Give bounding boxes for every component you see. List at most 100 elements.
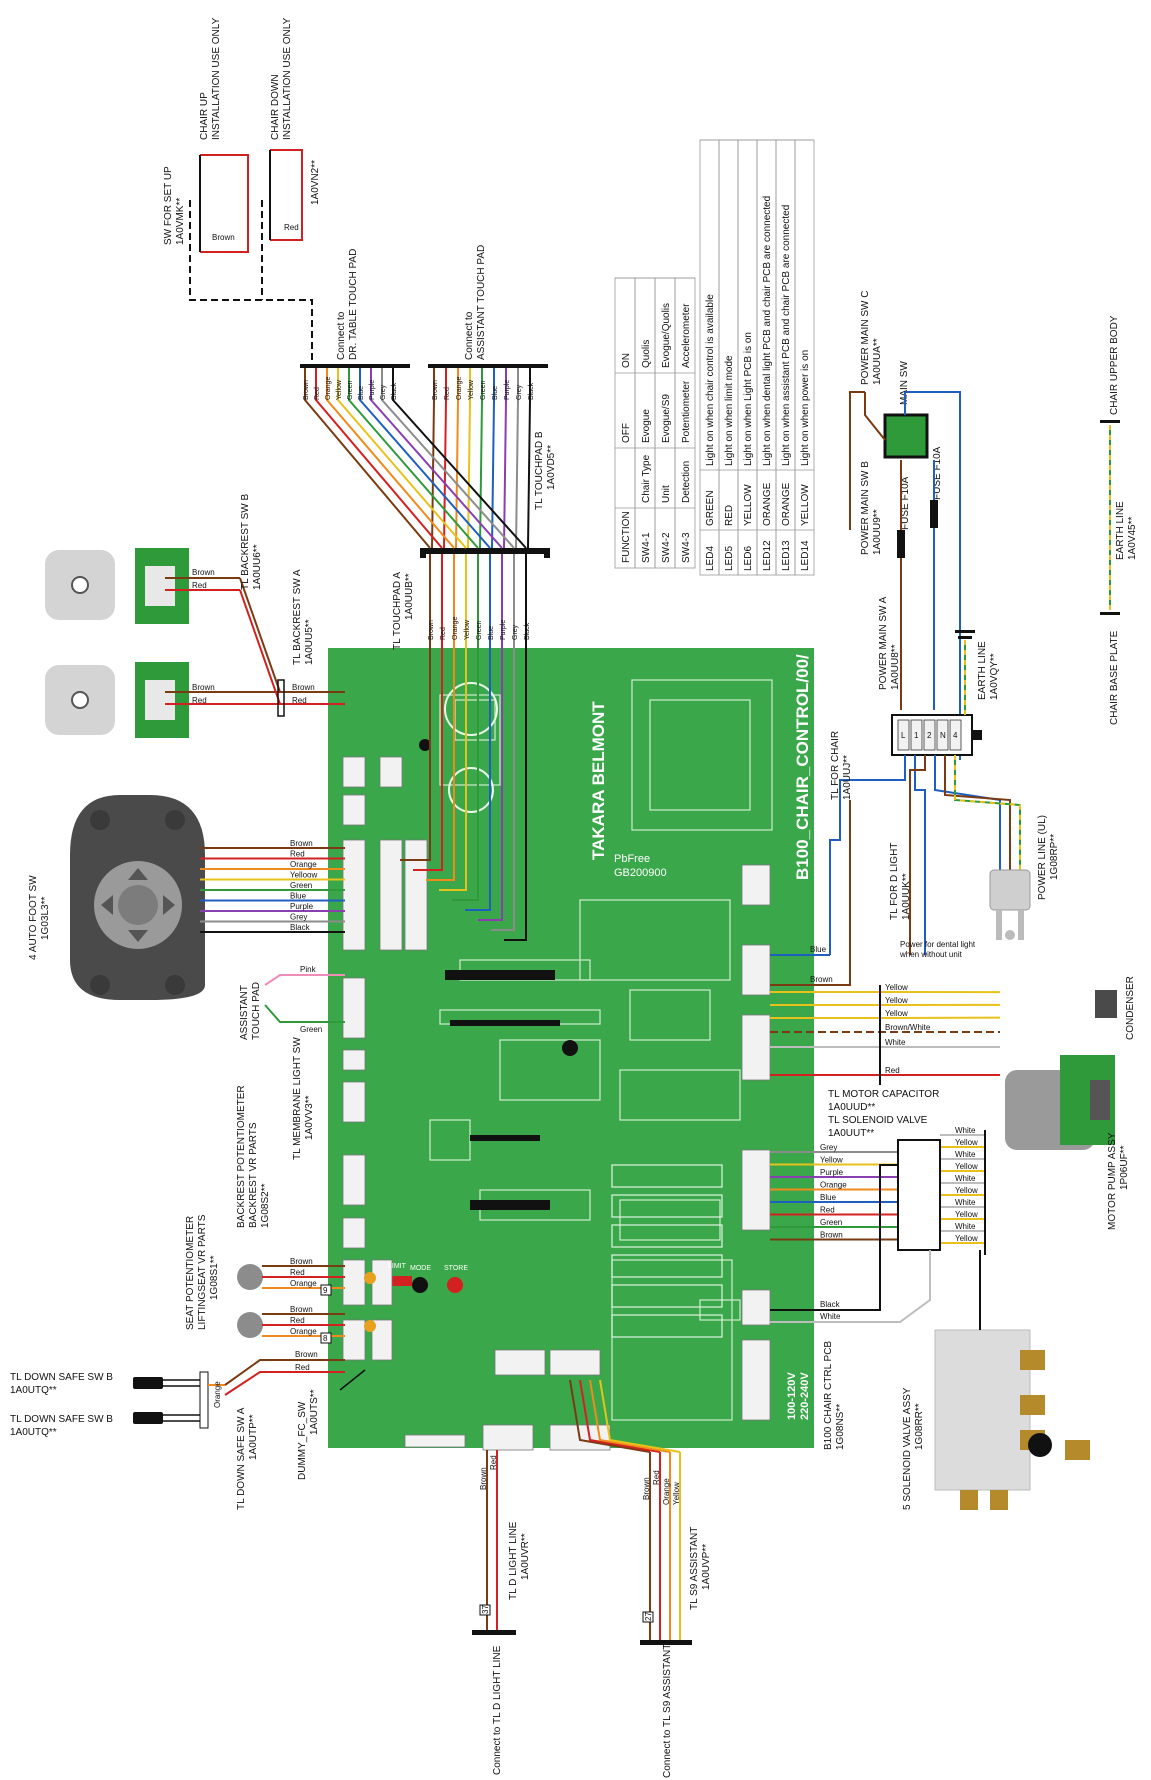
pcb-voltage-2: 220-240V <box>799 1372 811 1420</box>
touchpad-pcb-wire-label: Black <box>524 622 531 640</box>
foot-wire-label: Blue <box>290 892 307 901</box>
led-table-cell: RED <box>724 505 735 526</box>
touchpad-b-name: TL TOUCHPAD B <box>534 431 545 510</box>
led-table-cell: YELLOW <box>800 484 811 526</box>
earth-line-name: EARTH LINE <box>977 641 988 700</box>
earth-line2-code: 1A0V45** <box>1127 517 1138 560</box>
led-table-cell: LED4 <box>705 546 716 571</box>
touchpad-b-code: 1A0VD5** <box>546 445 557 490</box>
led-table-cell: Light on when limit mode <box>724 355 735 466</box>
function-table-cell: ON <box>621 353 632 368</box>
motor-pump-icon <box>1005 1055 1115 1150</box>
s9-line-name: TL S9 ASSISTANT <box>689 1527 700 1610</box>
touchpad-dr-wire-label: Green <box>347 380 354 400</box>
backrest-sw-a-name: TL BACKREST SW A <box>292 569 303 665</box>
assistant-pad-name-2: TOUCH PAD <box>251 982 262 1040</box>
touchpad-assistant-wire-label: Green <box>480 380 487 400</box>
terminal-label: N <box>940 731 946 740</box>
main-sw-b-code: 1A0UU9** <box>872 509 883 555</box>
chair-up-label: CHAIR UP <box>199 92 210 140</box>
solenoid-valve-icon <box>934 1329 1090 1510</box>
function-table-cell: OFF <box>621 423 632 443</box>
pcb-switch-limit: LIMIT <box>388 1263 407 1270</box>
solenoid-right-label: Yellow <box>955 1162 978 1171</box>
solenoid-name: 5 SOLENOID VALVE ASSY <box>902 1387 913 1510</box>
pot-s-orange: Orange <box>290 1327 317 1336</box>
touchpad-pcb-wire-label: Brown <box>428 620 435 640</box>
solenoid-right-label: White <box>955 1150 976 1159</box>
led-table-cell: Light on when dental light PCB and chair… <box>762 196 773 466</box>
solenoid-right-label: White <box>955 1174 976 1183</box>
main-switch[interactable] <box>883 413 929 459</box>
foot-wire-label: Yelloow <box>290 871 318 880</box>
led-table-cell: LED5 <box>724 546 735 571</box>
foot-wire-label: Red <box>290 850 305 859</box>
pcb-pbfree: PbFree <box>614 853 650 865</box>
touchpad-dr-wire <box>392 368 527 549</box>
backrest-b-brown: Brown <box>192 568 215 577</box>
pcb-model: B100_CHAIR_CONTROL/00/ <box>793 654 812 880</box>
function-table-cell: Chair Type <box>641 454 652 503</box>
solenoid-right-label: Yellow <box>955 1186 978 1195</box>
s9-tag: 27 <box>644 1612 653 1621</box>
dlight-tag: 37 <box>481 1605 490 1614</box>
motor-wire-label: Brown/White <box>885 1023 931 1032</box>
solenoid-code: 1G08RR** <box>914 1403 925 1450</box>
earth-line-code: 1A0VQY** <box>989 653 1000 700</box>
touchpad-dr-wire-label: Orange <box>325 377 332 400</box>
backrest-pot-2: BACKREST VR PARTS <box>248 1122 259 1228</box>
led-table-cell: YELLOW <box>743 484 754 526</box>
motor-wire-label: White <box>885 1038 906 1047</box>
setup-switches: SW FOR SET UP 1A0VMK** CHAIR UP INSTALLA… <box>163 17 321 360</box>
pot-s-red: Red <box>290 1316 305 1325</box>
solenoid-right-label: Yellow <box>955 1234 978 1243</box>
chair-up-wire-brown: Brown <box>212 233 235 242</box>
capacitor-name: TL MOTOR CAPACITOR <box>828 1089 939 1100</box>
foot-switch-wires: BrownRedOrangeYelloowGreenBluePurpleGrey… <box>200 839 345 933</box>
touchpad-dr-wire-label: Purple <box>369 380 376 400</box>
touchpad-assistant-wire <box>491 368 495 549</box>
membrane-sw-name: TL MEMBRANE LIGHT SW <box>292 1037 303 1160</box>
seat-pot-code: 1G08S1** <box>209 1255 220 1300</box>
terminal-label: 4 <box>953 731 958 740</box>
dlight-line-name: TL D LIGHT LINE <box>508 1521 519 1600</box>
led-table-cell: LED6 <box>743 546 754 571</box>
touchpad-pcb-wire-label: Orange <box>452 617 459 640</box>
touchpad-pcb-wire-label: Purple <box>500 620 507 640</box>
s9-orange: Orange <box>662 1478 671 1505</box>
touchpad-a-code: 1A0UUB** <box>404 573 415 620</box>
dlight-brown: Brown <box>479 1467 488 1490</box>
backrest-switches: Brown Red Brown Red Brown Red TL BACKRES… <box>45 494 345 738</box>
solenoid-section: GreyYellowPurpleOrangeBlueRedGreenBrownW… <box>770 1126 1090 1510</box>
touchpad-assistant-wire <box>503 368 507 549</box>
solenoid-left-label: Orange <box>820 1181 847 1190</box>
assistant-connect-2: ASSISTANT TOUCH PAD <box>476 245 487 360</box>
main-sw-b-name: POWER MAIN SW B <box>860 461 871 555</box>
touchpad-assistant-wire <box>515 368 519 549</box>
fuse-1: FUSE F10A <box>900 476 911 530</box>
function-table-cell: SW4-1 <box>641 532 652 563</box>
touchpad-dr-wire-label: Red <box>314 387 321 400</box>
backrest-a-red: Red <box>192 696 207 705</box>
touchpad-dr-wire <box>304 368 431 549</box>
assistant-touchpad-left: ASSISTANT TOUCH PAD Pink Green <box>239 965 345 1040</box>
function-table-cell: SW4-3 <box>681 532 692 563</box>
dummy-sw-code: 1A0UTS** <box>309 1389 320 1435</box>
touchpad-pcb-wire <box>439 554 467 891</box>
touchpad-dr-wire-label: Grey <box>380 384 387 400</box>
earth-line2-name: EARTH LINE <box>1115 501 1126 560</box>
touchpad-dr-wire-label: Brown <box>303 380 310 400</box>
pot-b-brown: Brown <box>290 1257 313 1266</box>
main-sw-label: MAIN SW <box>899 361 910 405</box>
solenoid-left-label: Brown <box>820 1231 843 1240</box>
auto-foot-switch: 4 AUTO FOOT SW 1G03L3** <box>28 795 205 1000</box>
dummy-sw-name: DUMMY_FC_SW <box>297 1401 308 1480</box>
touchpad-assistant-wire-label: Purple <box>504 380 511 400</box>
foot-wire-label: Grey <box>290 913 307 922</box>
assistant-pad-name-1: ASSISTANT <box>239 985 250 1040</box>
solenoid-right-label: Yellow <box>955 1210 978 1219</box>
backrest-sw-a-code: 1A0UU5** <box>304 619 315 665</box>
foot-switch-code: 1G03L3** <box>40 897 51 940</box>
